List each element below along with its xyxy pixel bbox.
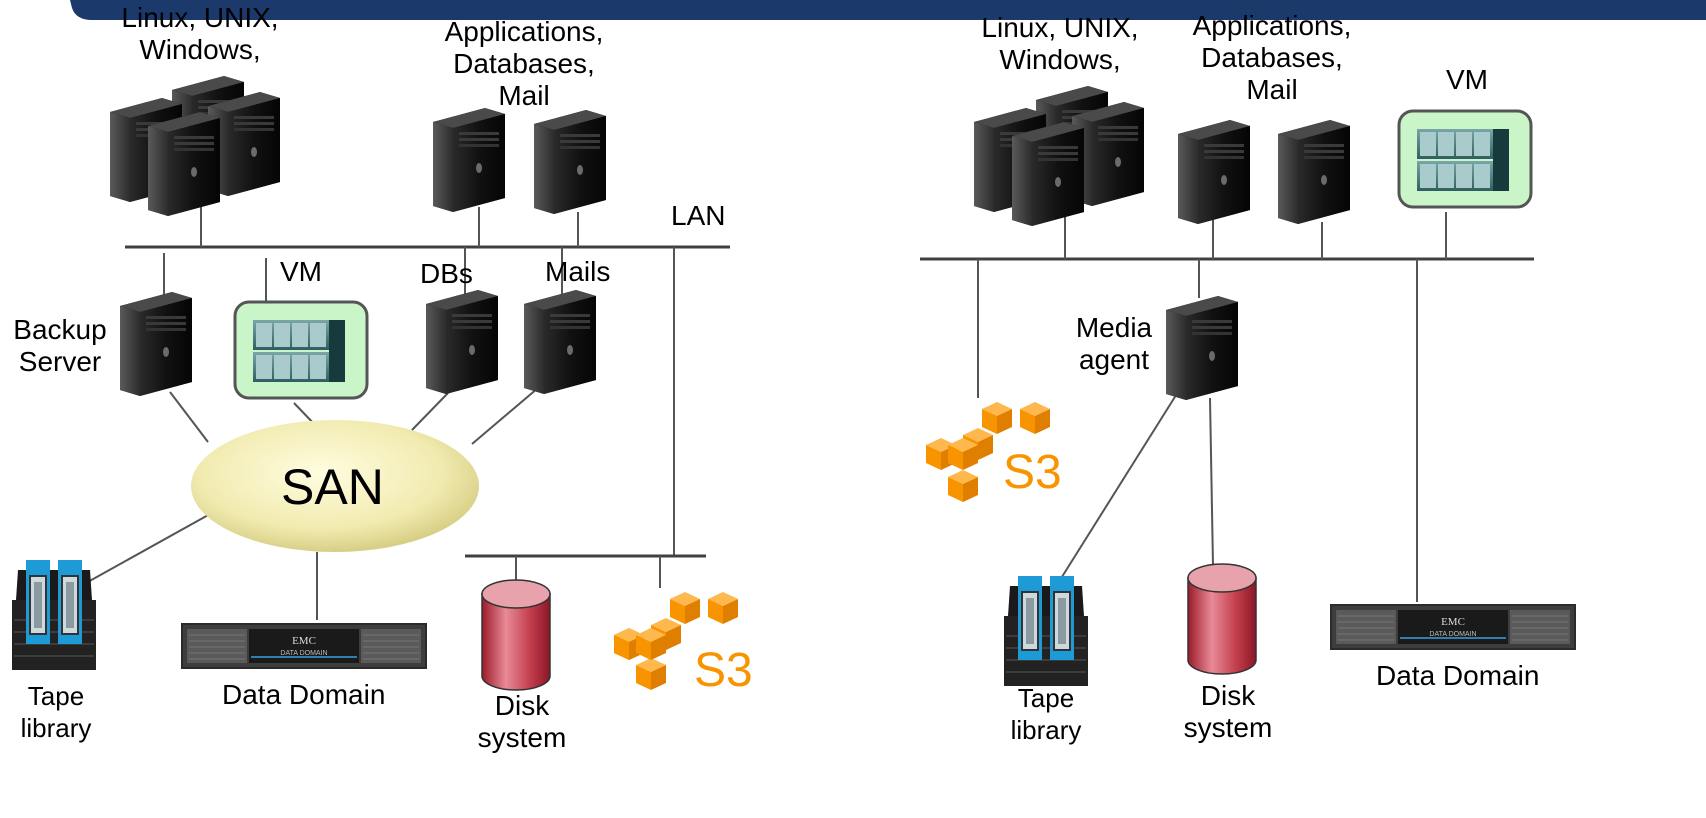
header-bar (70, 0, 1706, 20)
right-diagram (920, 86, 1576, 686)
left-lan-label: LAN (671, 200, 726, 231)
left-disk (481, 579, 551, 691)
left-disk-label: Disk system (477, 690, 567, 753)
left-tape-label: Tape library (20, 681, 92, 743)
right-apps-label: Applications, Databases, Mail (1192, 10, 1352, 105)
right-tape-label: Tape library (1010, 683, 1082, 745)
left-mails-label: Mails (545, 256, 611, 287)
right-os-servers (974, 86, 1144, 226)
left-vm-box (233, 300, 369, 400)
left-appliance-brand: EMC (292, 635, 316, 647)
left-db-server (426, 290, 498, 394)
left-os-servers (110, 76, 280, 216)
left-app-server-2 (534, 110, 606, 214)
right-data-domain-label: Data Domain (1376, 660, 1540, 691)
left-dbs-label: DBs (420, 258, 473, 289)
san-label: SAN (281, 459, 384, 515)
left-app-server-1 (433, 108, 505, 212)
left-apps-label: Applications, Databases, Mail (444, 16, 604, 111)
right-s3-label: S3 (1003, 446, 1062, 499)
right-vm-box (1397, 109, 1533, 209)
left-vm-label: VM (280, 256, 322, 287)
left-mail-server (524, 290, 596, 394)
right-disk (1187, 563, 1257, 675)
right-appliance-sub: DATA DOMAIN (1429, 631, 1476, 638)
left-backup-server-label: Backup Server (13, 314, 107, 377)
left-data-domain-label: Data Domain (222, 679, 386, 710)
left-appliance-sub: DATA DOMAIN (280, 650, 327, 657)
san-cloud (191, 420, 479, 552)
right-app-server-1 (1178, 120, 1250, 224)
right-disk-label: Disk system (1183, 680, 1273, 743)
media-agent-label: Media agent (1075, 312, 1153, 375)
right-appliance-brand: EMC (1441, 616, 1465, 628)
left-s3-label: S3 (694, 644, 753, 697)
left-os-label: Linux, UNIX, Windows, (121, 2, 279, 65)
right-vm-label: VM (1446, 64, 1488, 95)
left-diagram (12, 76, 738, 691)
right-tape-library (1004, 576, 1088, 686)
right-os-label: Linux, UNIX, Windows, (981, 12, 1139, 75)
right-app-server-2 (1278, 120, 1350, 224)
media-agent-server (1166, 296, 1238, 400)
left-tape-library (12, 560, 96, 670)
left-backup-server (120, 292, 192, 396)
